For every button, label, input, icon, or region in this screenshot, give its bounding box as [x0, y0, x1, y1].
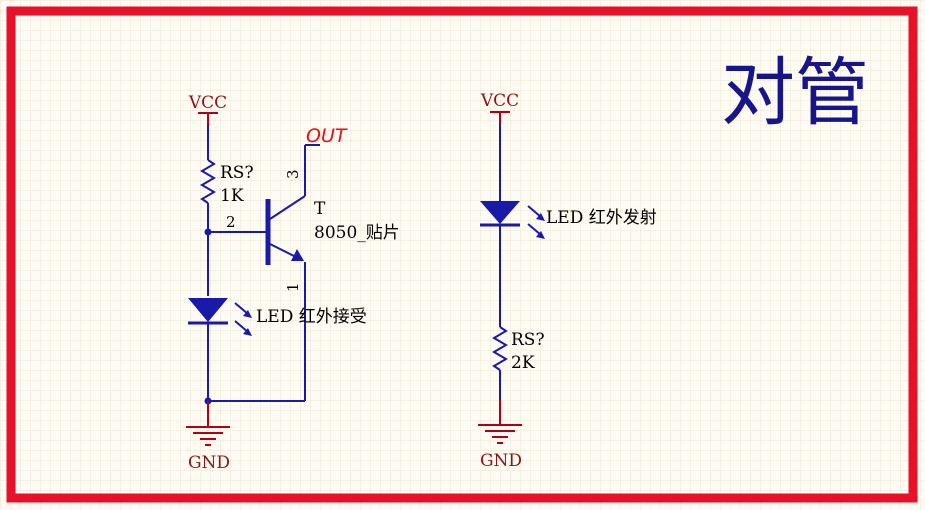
emitter-resistor-designator: RS? — [511, 330, 545, 350]
emitter-led-triangle — [480, 201, 520, 224]
receiver-circuit: VCC RS? 1K 2 T 8050_贴片 3 OUT — [186, 93, 400, 473]
emitter-gnd-label: GND — [480, 451, 522, 471]
emitter-led-arrow-2 — [536, 231, 545, 239]
emitter-resistor-value: 2K — [511, 353, 535, 373]
out-net-label[interactable]: OUT — [306, 125, 348, 147]
transistor-emitter-leg — [269, 243, 297, 258]
transistor-collector-leg — [269, 195, 306, 220]
emitter-vcc-label: VCC — [480, 91, 519, 111]
receiver-led-arrow-1 — [243, 310, 252, 318]
receiver-gnd-port[interactable]: GND — [186, 426, 230, 473]
receiver-resistor-body — [200, 159, 216, 204]
receiver-led-triangle — [188, 298, 228, 322]
receiver-resistor-designator: RS? — [220, 163, 254, 183]
emitter-gnd-port[interactable]: GND — [478, 424, 522, 471]
emitter-resistor-body — [492, 326, 508, 371]
transistor-pin-collector: 3 — [284, 169, 302, 179]
receiver-led[interactable]: LED 红外接受 — [188, 298, 367, 336]
receiver-led-arrow-2 — [243, 328, 252, 336]
emitter-circuit: VCC LED 红外发射 RS? 2K GND — [478, 91, 657, 471]
emitter-led-label: LED 红外发射 — [546, 208, 657, 228]
receiver-vcc-label: VCC — [188, 93, 227, 113]
emitter-resistor[interactable]: RS? 2K — [492, 326, 545, 373]
transistor-8050[interactable]: T 8050_贴片 — [265, 195, 400, 265]
receiver-gnd-label: GND — [188, 453, 230, 473]
receiver-led-label: LED 红外接受 — [256, 307, 367, 327]
transistor-emitter-arrow — [291, 249, 304, 261]
sheet-title: 对管 — [721, 50, 869, 136]
emitter-vcc-port[interactable]: VCC — [480, 91, 519, 124]
transistor-designator: T — [314, 199, 326, 219]
emitter-led-arrow-1 — [536, 213, 545, 221]
emitter-led[interactable]: LED 红外发射 — [480, 201, 657, 239]
transistor-part: 8050_贴片 — [314, 223, 400, 243]
transistor-pin-emitter: 1 — [284, 282, 302, 292]
transistor-pin-base: 2 — [226, 213, 236, 231]
receiver-vcc-port[interactable]: VCC — [188, 93, 227, 125]
receiver-resistor[interactable]: RS? 1K — [200, 125, 254, 206]
sheet-border — [6, 6, 918, 503]
receiver-resistor-value: 1K — [220, 186, 244, 206]
